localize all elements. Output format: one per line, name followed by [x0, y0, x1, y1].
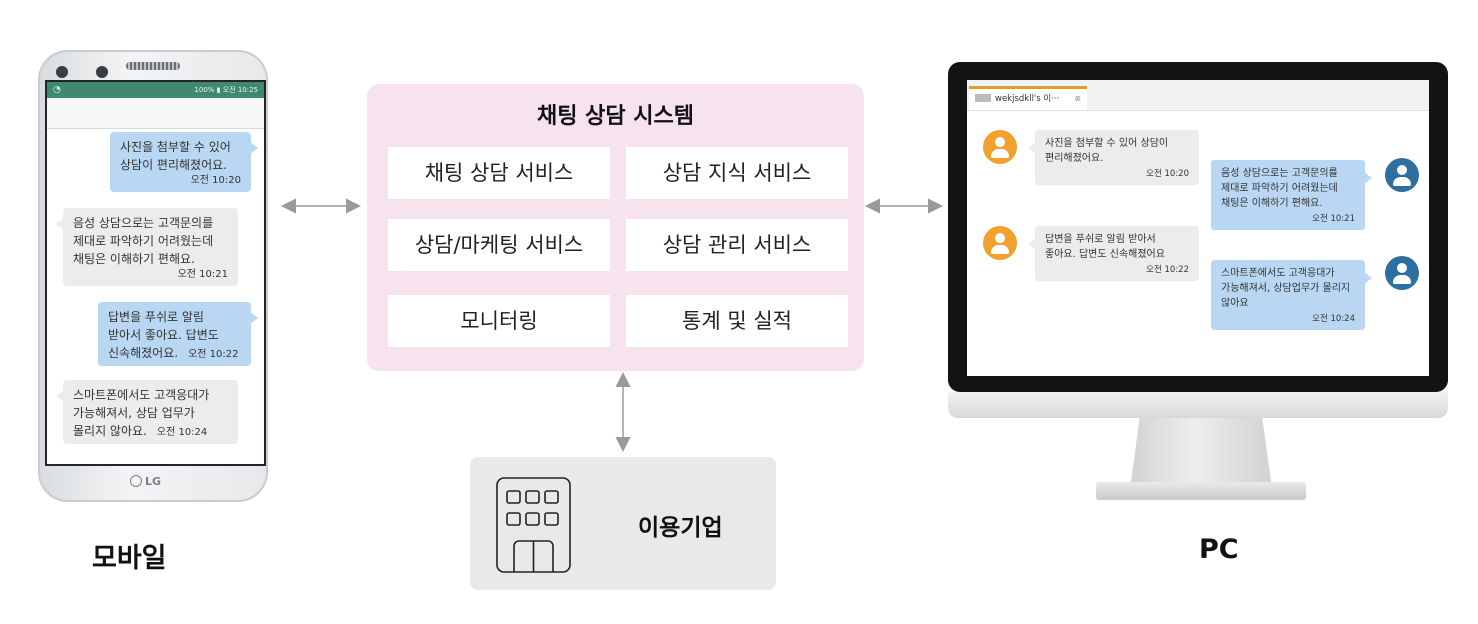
service-chat-consult: 채팅 상담 서비스 — [388, 147, 610, 199]
mobile-message: 음성 상담으로는 고객문의를 제대로 파악하기 어려웠는데 채팅은 이해하기 편… — [56, 208, 238, 286]
message-line: 몰리지 않아요. — [73, 424, 147, 438]
system-title: 채팅 상담 시스템 — [537, 104, 694, 129]
message-time: 오전 10:20 — [190, 175, 241, 186]
chat-tab[interactable]: wekjsdkll's 이··· ⊗ — [969, 86, 1087, 110]
lg-logo: LG — [130, 474, 176, 490]
mobile-message: 사진을 첨부할 수 있어 상담이 편리해졌어요. 오전 10:20 — [110, 132, 258, 192]
message-line: 답변을 푸쉬로 알림 받아서 — [1045, 234, 1156, 245]
company-box — [470, 457, 776, 590]
pc-caption: PC — [1199, 534, 1239, 565]
message-time: 오전 10:24 — [1312, 314, 1355, 324]
pc-message: 스마트폰에서도 고객응대가 가능해져서, 상담업무가 몰리지 않아요 오전 10… — [1211, 260, 1372, 330]
phone-app-bar — [47, 98, 264, 129]
message-line: 채팅은 이해하기 편해요. — [1221, 198, 1323, 209]
chat-tab-title: wekjsdkll's 이··· — [995, 94, 1060, 104]
service-marketing: 상담/마케팅 서비스 — [388, 219, 610, 271]
message-line: 가능해져서, 상담업무가 몰리지 — [1221, 283, 1351, 294]
phone-speaker — [126, 62, 180, 70]
pc-screen: wekjsdkll's 이··· ⊗ 사진을 첨부할 수 있어 상담이 편리해졌… — [967, 80, 1429, 376]
message-line: 신속해졌어요. — [108, 346, 179, 360]
service-management: 상담 관리 서비스 — [626, 219, 848, 271]
lg-logo-icon — [130, 475, 142, 487]
message-line: 음성 상담으로는 고객문의를 — [1221, 168, 1338, 179]
message-line: 않아요 — [1221, 298, 1249, 309]
message-time: 오전 10:20 — [1146, 169, 1189, 179]
service-knowledge: 상담 지식 서비스 — [626, 147, 848, 199]
company-label: 이용기업 — [638, 515, 723, 541]
service-monitoring: 모니터링 — [388, 295, 610, 347]
monitor-chin — [948, 392, 1448, 418]
message-time: 오전 10:21 — [177, 269, 228, 280]
mobile-message: 스마트폰에서도 고객응대가 가능해져서, 상담 업무가 몰리지 않아요. 오전 1… — [56, 380, 238, 444]
message-line: 음성 상담으로는 고객문의를 — [73, 216, 214, 230]
close-icon[interactable]: ⊗ — [1074, 94, 1081, 103]
service-statistics: 통계 및 실적 — [626, 295, 848, 347]
message-line: 스마트폰에서도 고객응대가 — [73, 388, 210, 402]
message-time: 오전 10:24 — [156, 427, 208, 438]
mobile-caption: 모바일 — [92, 543, 167, 574]
user-avatar-icon — [983, 226, 1017, 260]
message-time: 오전 10:22 — [188, 349, 239, 360]
status-text: 100% ▮ 오전 10:25 — [194, 86, 258, 94]
agent-avatar-icon — [1385, 158, 1419, 192]
message-line: 좋아요. 답변도 신속해졌어요 — [1045, 249, 1165, 260]
tab-badge-icon — [975, 94, 991, 102]
mobile-message: 답변을 푸쉬로 알림 받아서 좋아요. 답변도 신속해졌어요. 오전 10:22 — [98, 302, 258, 366]
user-avatar-icon — [983, 130, 1017, 164]
monitor-stand — [1130, 418, 1272, 482]
message-line: 제대로 파악하기 어려웠는데 — [73, 234, 214, 248]
pc-message: 사진을 첨부할 수 있어 상담이 편리해졌어요. 오전 10:20 — [1028, 130, 1199, 185]
pc-message: 음성 상담으로는 고객문의를 제대로 파악하기 어려웠는데 채팅은 이해하기 편… — [1211, 160, 1372, 230]
phone-screen: ◔ 100% ▮ 오전 10:25 사진을 첨부할 수 있어 상담이 편리해졌어… — [45, 80, 266, 466]
pc-message: 답변을 푸쉬로 알림 받아서 좋아요. 답변도 신속해졌어요 오전 10:22 — [1028, 226, 1199, 281]
phone-camera — [56, 66, 68, 78]
message-line: 스마트폰에서도 고객응대가 — [1221, 268, 1335, 279]
message-line: 사진을 첨부할 수 있어 상담이 — [1045, 138, 1169, 149]
message-time: 오전 10:21 — [1312, 214, 1355, 224]
phone-status-bar: ◔ 100% ▮ 오전 10:25 — [47, 82, 264, 98]
message-line: 답변을 푸쉬로 알림 — [108, 310, 204, 324]
message-line: 가능해져서, 상담 업무가 — [73, 406, 195, 420]
message-time: 오전 10:22 — [1146, 265, 1189, 275]
phone-sensor — [96, 66, 108, 78]
monitor-stand-base — [1096, 482, 1306, 500]
agent-avatar-icon — [1385, 256, 1419, 290]
message-line: 채팅은 이해하기 편해요. — [73, 252, 195, 266]
status-app-icon: ◔ — [53, 85, 61, 95]
message-line: 제대로 파악하기 어려웠는데 — [1221, 183, 1338, 194]
message-line: 편리해졌어요. — [1045, 153, 1104, 164]
message-line: 사진을 첨부할 수 있어 — [120, 140, 231, 154]
message-line: 받아서 좋아요. 답변도 — [108, 328, 219, 342]
message-line: 상담이 편리해졌어요. — [120, 158, 227, 172]
brand-name: LG — [145, 475, 162, 488]
